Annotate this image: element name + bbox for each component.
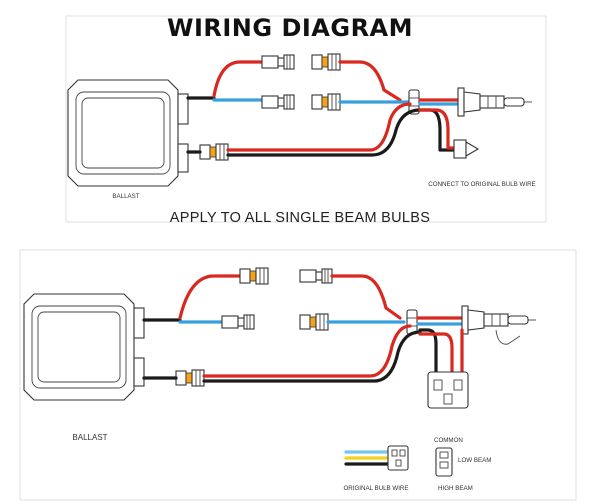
- bottom-hid-bulb: [461, 305, 537, 335]
- top-bulb-note: CONNECT TO ORIGINAL BULB WIRE: [428, 181, 535, 188]
- top-hid-bulb: [457, 87, 533, 117]
- legend-common: COMMON: [434, 437, 463, 444]
- bottom-panel-border: [19, 249, 577, 501]
- legend-low-beam: LOW BEAM: [458, 457, 491, 464]
- top-ballast-label: BALLAST: [112, 193, 139, 200]
- bottom-ballast-unit: [23, 293, 145, 401]
- bottom-relay-red: [418, 332, 454, 374]
- beam-legend-connector: [435, 447, 453, 477]
- bottom-power-black: [202, 330, 422, 383]
- top-power-black: [226, 108, 456, 157]
- bottom-power-red: [202, 324, 412, 378]
- top-power-red: [226, 102, 412, 152]
- single-beam-caption: APPLY TO ALL SINGLE BEAM BULBS: [170, 210, 430, 226]
- top-diagram: WIRING DIAGRAM BALLAST CONNECT TO ORIGIN…: [65, 14, 547, 226]
- bottom-plug-blue: [221, 314, 255, 330]
- bottom-ballast-label: BALLAST: [72, 433, 107, 442]
- bottom-bulb-cable: [495, 329, 521, 345]
- bottom-grommet-clip: [406, 309, 418, 335]
- top-plug-blue: [261, 94, 295, 110]
- top-plug-red: [261, 54, 295, 70]
- original-bulb-wire: [344, 445, 409, 471]
- top-red-wire-in: [212, 60, 264, 98]
- top-ballast-unit: [67, 79, 189, 187]
- bottom-socket-blue: [299, 313, 329, 331]
- bottom-relay-black: [418, 328, 438, 374]
- bottom-power-socket: [175, 369, 205, 387]
- bottom-diagram: BALLAST: [19, 249, 577, 501]
- bottom-relay-connector: [427, 371, 469, 409]
- diagram-title: WIRING DIAGRAM: [167, 14, 413, 42]
- top-bulb-wire-terminal: [453, 139, 480, 159]
- bottom-plug-red: [299, 268, 333, 284]
- bottom-socket-red: [239, 267, 269, 285]
- top-panel-border: [65, 15, 547, 223]
- bottom-red-wire-out: [330, 274, 402, 320]
- top-power-socket: [199, 143, 229, 161]
- top-red-to-terminal: [418, 108, 456, 150]
- top-red-wire-out: [338, 60, 402, 102]
- original-bulb-wire-label: ORIGINAL BULB WIRE: [343, 485, 408, 492]
- legend-high-beam: HIGH BEAM: [438, 485, 473, 492]
- top-socket-red: [311, 53, 341, 71]
- top-socket-blue: [311, 93, 341, 111]
- bottom-red-wire-in: [178, 274, 242, 320]
